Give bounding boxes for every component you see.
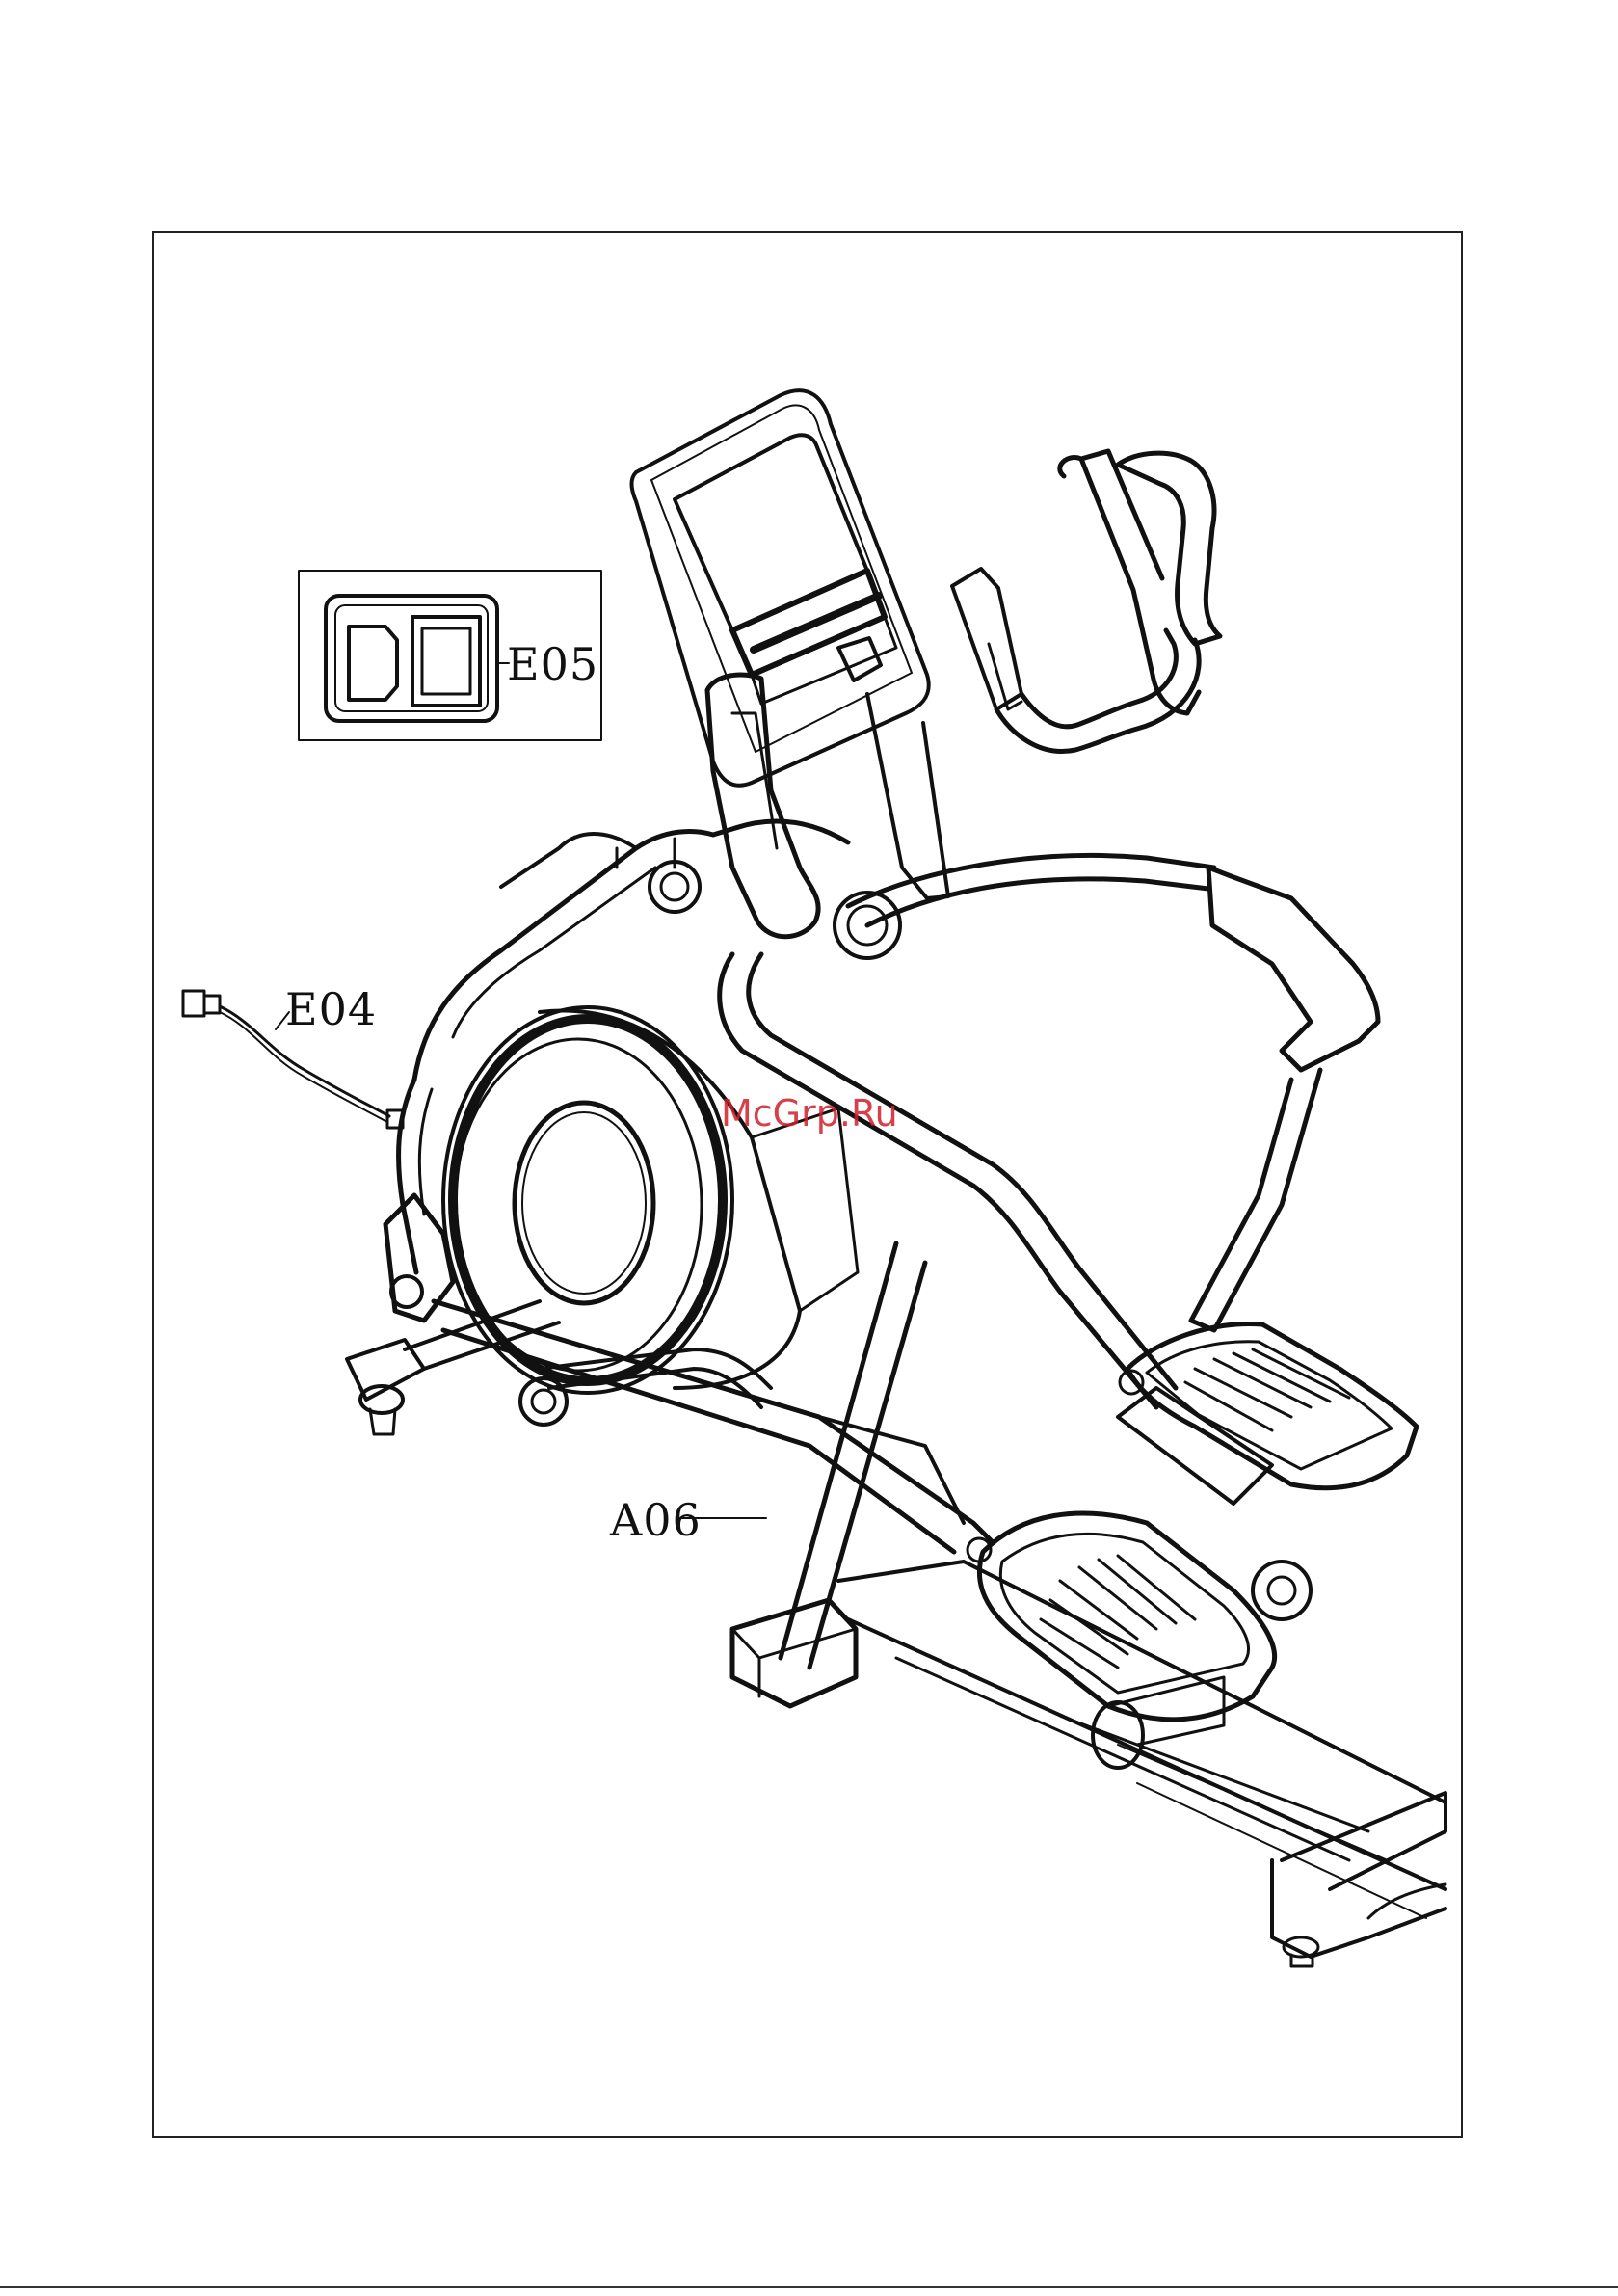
label-e04: E04 (285, 983, 377, 1035)
flywheel (443, 1007, 858, 1393)
front-arm-pivot (650, 862, 1176, 1407)
front-leg (732, 1243, 925, 1706)
rear-handles (848, 855, 1378, 1330)
rear-rail (838, 1562, 1446, 1966)
bottom-rule (0, 2286, 1618, 2288)
main-frame (399, 821, 848, 1272)
lower-link-arms (434, 1301, 993, 1552)
label-e05: E05 (507, 638, 598, 690)
console (632, 390, 929, 786)
label-a06: A06 (610, 1494, 702, 1546)
watermark: McGrp.Ru (721, 1092, 898, 1135)
